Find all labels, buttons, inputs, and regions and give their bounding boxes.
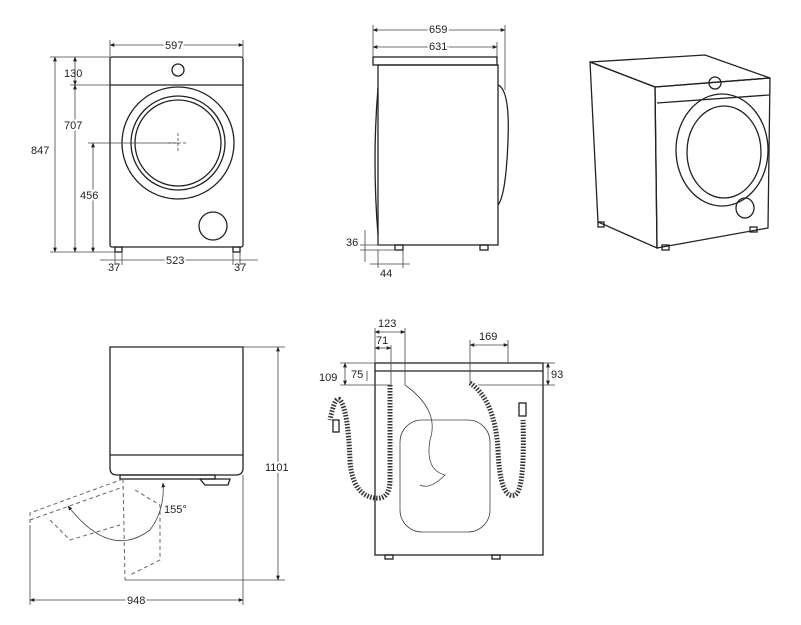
dim-door-center: 456 <box>80 190 98 202</box>
dim-total-depth: 948 <box>127 595 145 607</box>
dim-foot-span: 523 <box>166 255 184 267</box>
dim-foot-height: 36 <box>346 237 358 249</box>
dim-width: 597 <box>165 40 183 52</box>
front-view: 597 847 130 707 456 37 523 37 <box>31 38 258 274</box>
dim-inlet-offset: 71 <box>376 335 388 347</box>
dim-left-outer-height: 109 <box>319 372 337 384</box>
dim-total-height: 847 <box>31 145 49 157</box>
perspective-view <box>589 54 771 251</box>
dim-right-hose-offset: 169 <box>479 331 497 343</box>
dim-top-panel: 130 <box>64 68 82 80</box>
door-open-view: 155° 1101 948 <box>29 346 291 609</box>
dim-total-height-open: 1101 <box>265 462 289 474</box>
dim-foot-left: 37 <box>108 262 120 274</box>
dim-foot-right: 37 <box>234 262 246 274</box>
dim-drain-offset: 123 <box>378 318 396 330</box>
dim-foot-offset: 44 <box>380 268 392 280</box>
dim-right-height: 93 <box>551 369 563 381</box>
side-view: 659 631 36 44 <box>346 22 509 280</box>
dim-depth-total: 659 <box>429 24 447 36</box>
dim-depth-body: 631 <box>429 41 447 53</box>
dim-door-angle: 155° <box>164 504 187 516</box>
back-view: 123 71 169 109 75 93 <box>319 318 563 560</box>
dim-door-top: 707 <box>64 120 82 132</box>
dim-left-inner-height: 75 <box>351 369 363 381</box>
